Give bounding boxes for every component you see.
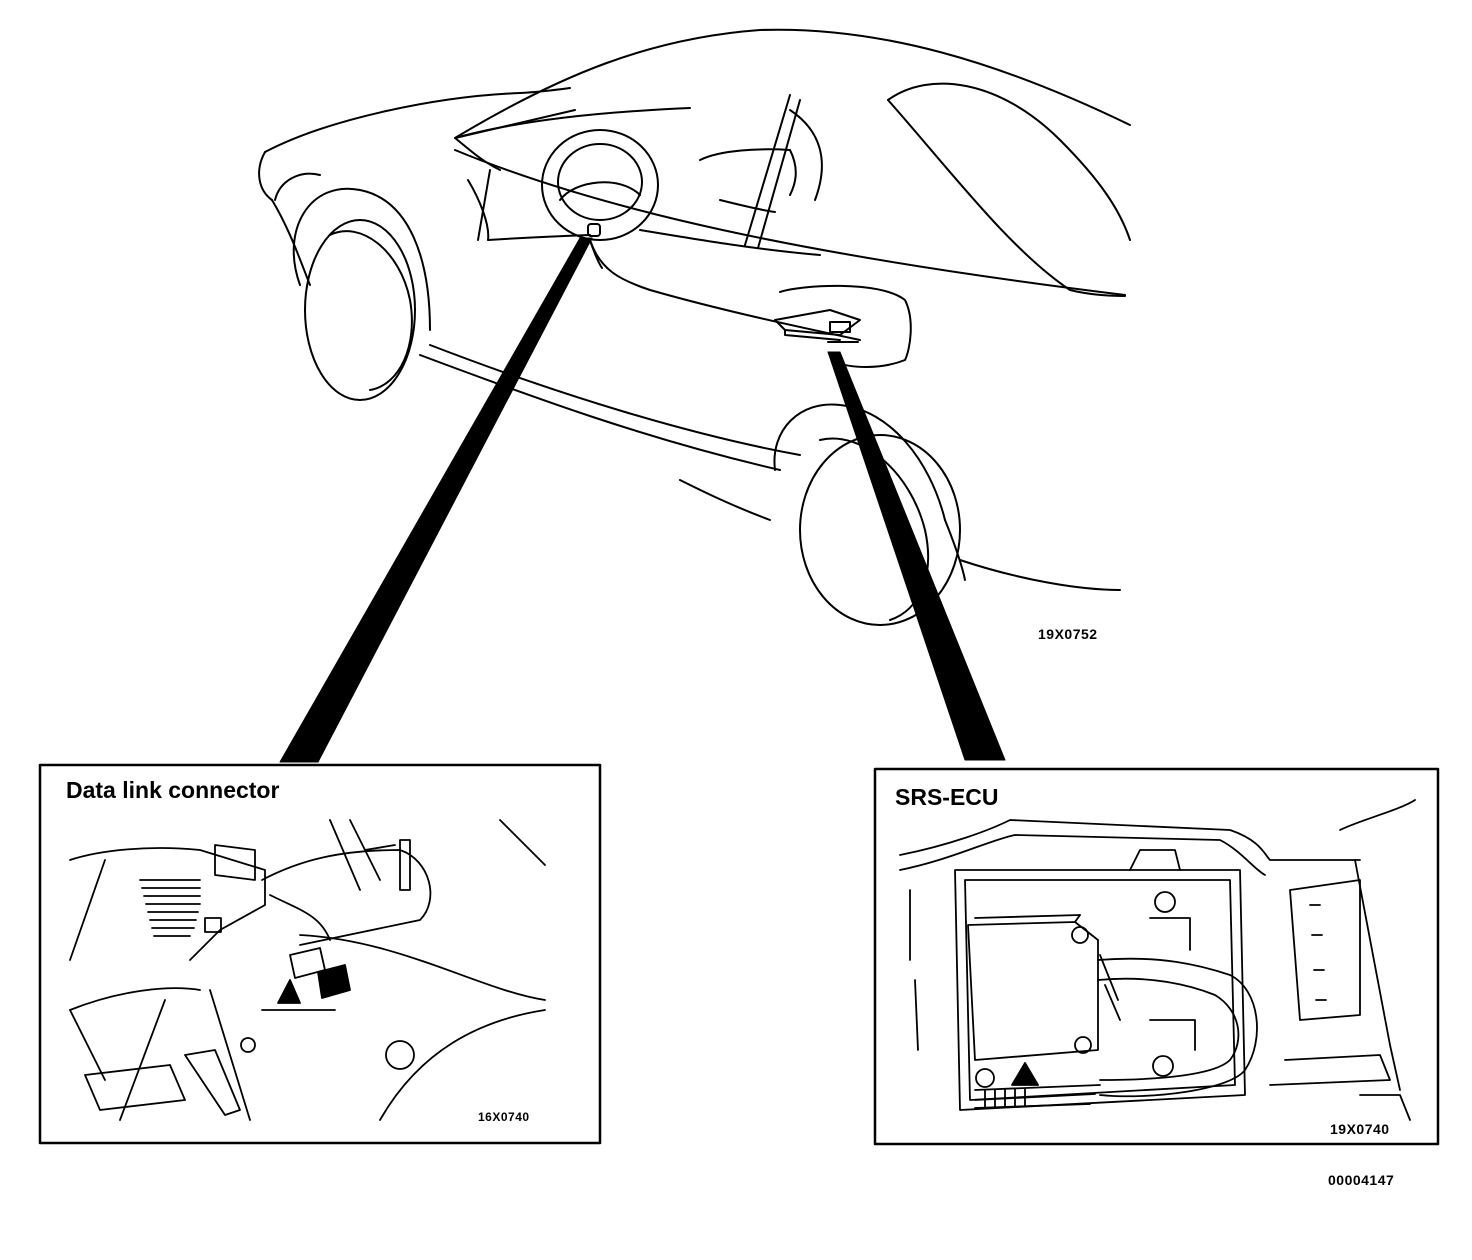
inset-left-drawing xyxy=(69,819,546,1121)
srs-ecu-housing xyxy=(774,284,912,368)
document-code: 00004147 xyxy=(1328,1172,1395,1188)
inset-right-figure-code: 19X0740 xyxy=(1330,1121,1390,1137)
front-wheel xyxy=(274,172,431,401)
data-link-connector-marker xyxy=(587,223,601,237)
inset-left-figure-code: 16X0740 xyxy=(478,1110,530,1124)
interior-dashboard xyxy=(467,109,823,256)
inset-left-frame xyxy=(38,763,602,1145)
inset-right-drawing xyxy=(899,799,1416,1121)
inset-right-title: SRS-ECU xyxy=(895,784,999,810)
inset-left-title: Data link connector xyxy=(66,777,280,803)
door-panel xyxy=(589,239,861,341)
leader-beam-right xyxy=(827,351,1006,761)
leader-beam-left xyxy=(279,237,593,763)
car-body-outline xyxy=(258,28,1131,591)
main-figure-code: 19X0752 xyxy=(1038,626,1098,642)
inset-right-frame xyxy=(873,767,1440,1146)
